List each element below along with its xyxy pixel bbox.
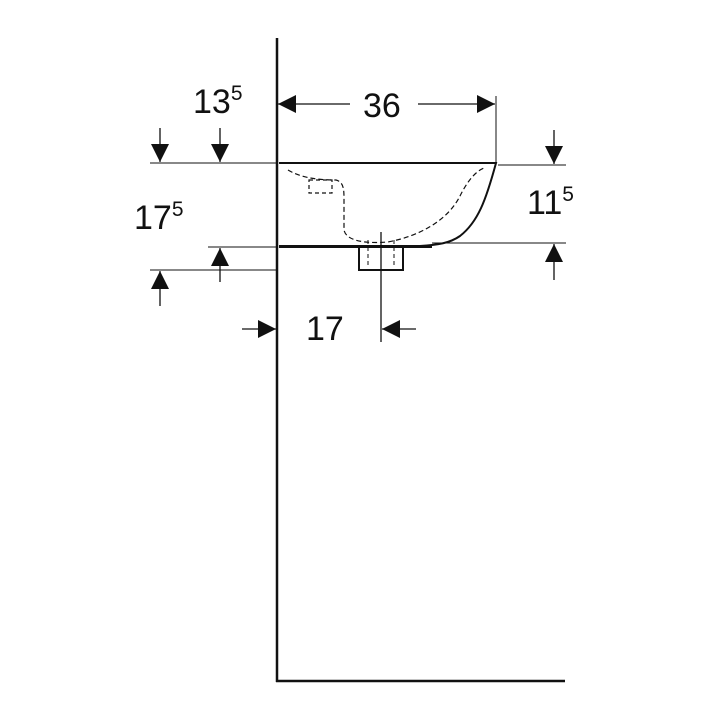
basin-body [279, 162, 498, 247]
inner-bowl-hidden-line [287, 167, 485, 244]
extension-lines [150, 96, 566, 271]
overflow-hidden-line [308, 179, 333, 194]
dim-label-11-5: 115 [527, 183, 574, 222]
dim-label-13-5: 135 [193, 82, 243, 121]
washbasin-outline [279, 162, 498, 342]
dim-label-17: 17 [306, 310, 344, 348]
wall-and-floor [275, 38, 565, 683]
dimension-arrows [151, 95, 563, 338]
dim-label-36: 36 [363, 87, 401, 125]
dim-label-17-5: 175 [134, 198, 184, 237]
